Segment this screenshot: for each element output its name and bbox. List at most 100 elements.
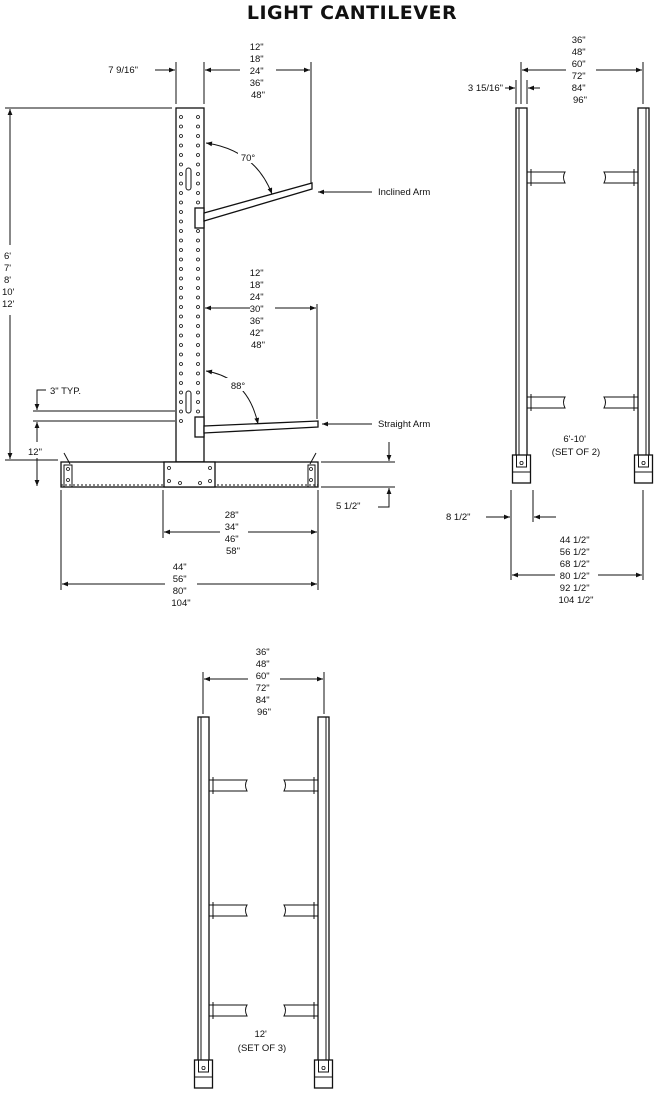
column-hole xyxy=(179,276,183,281)
upright-foot xyxy=(193,1059,214,1089)
column-hole xyxy=(196,381,200,385)
column-hole xyxy=(179,419,183,423)
column-hole xyxy=(179,200,183,205)
arm-left xyxy=(209,779,248,792)
arm-right xyxy=(283,1004,318,1017)
column-hole xyxy=(179,143,183,148)
column-hole xyxy=(196,267,200,271)
column-hole xyxy=(196,200,200,205)
column-hole xyxy=(196,191,200,195)
inner-base-lengths: 28" 34" 46" 58" xyxy=(225,510,242,557)
column-hole xyxy=(179,352,183,357)
column-slot xyxy=(185,167,192,191)
column-hole xyxy=(179,324,183,328)
column-hole xyxy=(179,257,183,262)
upright-right xyxy=(637,107,650,461)
straight-arm-label: Straight Arm xyxy=(378,419,430,430)
upright-spacings: 36" 48" 60" 72" 84" 96" xyxy=(256,647,273,718)
column-hole xyxy=(179,124,183,129)
front-view-set-of-2: 36" 48" 60" 72" 84" 96" 3 15/16" 6'-10' … xyxy=(446,35,654,606)
straight-arm xyxy=(203,420,319,434)
column-hole xyxy=(179,333,183,338)
arm-right xyxy=(603,396,638,409)
inclined-arm-bracket xyxy=(194,207,205,229)
upright-foot xyxy=(313,1059,334,1089)
column-hole xyxy=(179,238,183,243)
column-hole xyxy=(179,362,183,366)
column-hole xyxy=(179,210,183,214)
column-hole xyxy=(179,314,183,319)
column-slot xyxy=(185,390,192,414)
column-hole xyxy=(179,153,183,157)
set-caption: 12' (SET OF 3) xyxy=(238,1029,286,1054)
column-hole xyxy=(179,381,183,385)
column-hole xyxy=(179,172,183,176)
column-hole xyxy=(179,181,183,186)
column-hole xyxy=(179,229,183,233)
column-hole xyxy=(196,238,200,243)
upright-left xyxy=(515,107,528,461)
column-hole xyxy=(196,286,200,290)
column-hole xyxy=(196,229,200,233)
column-hole xyxy=(179,390,183,395)
arm-right xyxy=(283,779,318,792)
column-hole xyxy=(179,162,183,167)
column-hole xyxy=(196,352,200,357)
column-hole xyxy=(196,314,200,319)
base-clearance-label: 12" xyxy=(28,447,42,458)
set-caption: 6'-10' (SET OF 2) xyxy=(552,434,600,458)
foot-width-label: 8 1/2" xyxy=(446,512,471,523)
column-hole xyxy=(196,153,200,157)
arm-left xyxy=(527,171,566,184)
column-hole xyxy=(196,115,200,119)
column-hole xyxy=(196,257,200,262)
inclined-arm-lengths: 12" 18" 24" 36" 48" xyxy=(250,42,267,101)
column-hole xyxy=(196,276,200,281)
base-lengths: 44" 56" 80" 104" xyxy=(171,562,190,609)
inclined-angle: 70° xyxy=(241,153,256,164)
arm-right xyxy=(283,904,318,917)
hole-spacing-label: 3" TYP. xyxy=(50,386,81,397)
column-hole xyxy=(179,286,183,290)
column-hole xyxy=(196,409,200,414)
column-hole xyxy=(196,324,200,328)
column-hole xyxy=(196,143,200,148)
column-hole xyxy=(179,295,183,300)
column-hole xyxy=(196,362,200,366)
arm-right xyxy=(603,171,638,184)
inclined-arm xyxy=(203,182,313,222)
column-hole xyxy=(196,295,200,300)
straight-arm-bracket xyxy=(194,416,205,438)
arm-left xyxy=(209,904,248,917)
upright-foot xyxy=(511,454,532,484)
side-view: 7 9/16" 12" 18" 24" 36" 48" 70° Inclined… xyxy=(2,42,430,609)
column-hole xyxy=(196,305,200,309)
column-hole xyxy=(179,134,183,138)
arm-left xyxy=(527,396,566,409)
column-hole xyxy=(196,162,200,167)
base-plate xyxy=(163,461,216,488)
column-hole xyxy=(179,115,183,119)
column-hole xyxy=(179,191,183,195)
column-hole xyxy=(179,343,183,347)
column-hole xyxy=(196,343,200,347)
column-hole xyxy=(179,219,183,224)
column-hole xyxy=(179,248,183,252)
column-hole xyxy=(196,248,200,252)
column-hole xyxy=(196,181,200,186)
column-hole xyxy=(196,390,200,395)
column-hole xyxy=(196,134,200,138)
straight-angle: 88° xyxy=(231,381,246,392)
drawing-title: LIGHT CANTILEVER xyxy=(247,2,457,24)
upright-column xyxy=(175,107,205,463)
column-hole xyxy=(196,333,200,338)
upright-left xyxy=(197,716,210,1066)
column-hole xyxy=(179,267,183,271)
column-width-label: 7 9/16" xyxy=(108,65,138,76)
straight-arm-lengths: 12" 18" 24" 30" 36" 42" 48" xyxy=(250,268,267,351)
column-hole xyxy=(179,400,183,404)
base-height-label: 5 1/2" xyxy=(336,501,361,512)
column-hole xyxy=(196,400,200,404)
column-heights: 6' 7' 8' 10' 12' xyxy=(2,251,17,310)
